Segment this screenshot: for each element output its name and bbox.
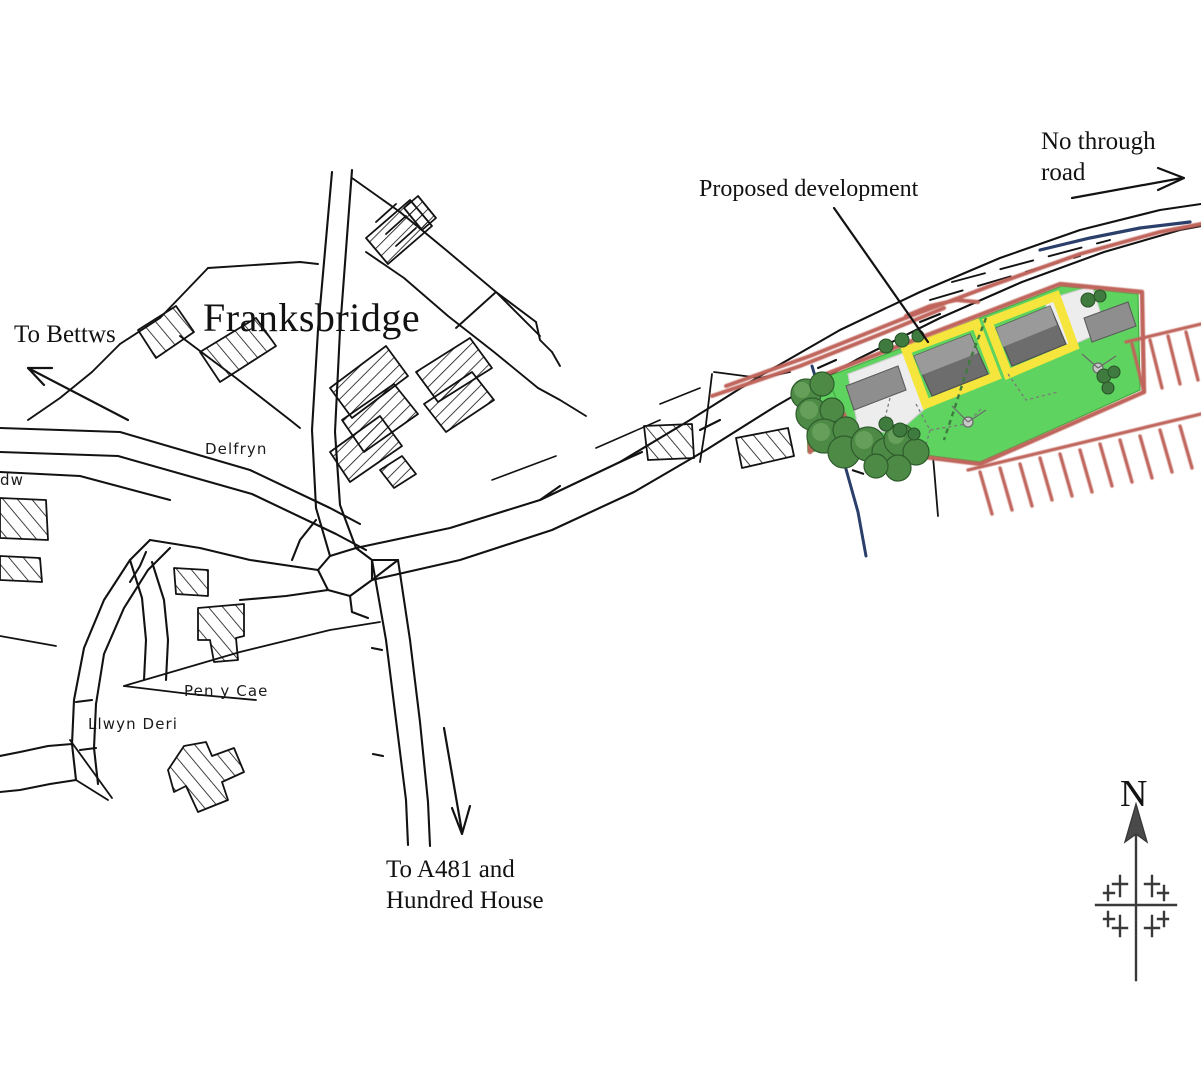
label-pen-y-cae: Pen y Cae <box>184 682 269 700</box>
road-south-to-a481 <box>370 558 432 848</box>
site-frontage-red-lines <box>710 222 1201 398</box>
field-lines-southwest <box>0 621 381 801</box>
label-proposed-development: Proposed development <box>699 176 919 202</box>
village-street-north <box>290 168 358 562</box>
plot-1-building-upper <box>914 334 978 375</box>
tree-belt <box>790 289 1121 482</box>
label-delfryn: Delfryn <box>205 440 268 458</box>
plot-2-building-upper <box>996 306 1057 347</box>
label-llwyn-deri: Llwyn Deri <box>88 715 179 733</box>
annotation-arrows <box>26 166 1186 836</box>
proposed-development-site <box>710 222 1201 467</box>
compass-rose <box>1094 801 1178 982</box>
label-to-a481: To A481 and <box>386 856 515 883</box>
label-to-bettws: To Bettws <box>14 321 116 348</box>
road-west-to-bettws <box>0 426 368 552</box>
plot-1-yellow-boundary <box>900 318 1002 410</box>
village-buildings <box>0 195 795 583</box>
road-junction <box>148 538 400 620</box>
outbuilding-west <box>845 365 907 411</box>
label-no-through-road-line2: road <box>1041 159 1086 186</box>
hedge-hatching-east <box>966 322 1201 516</box>
proposed-development-leader <box>832 206 930 344</box>
no-through-road-arrow <box>1070 166 1186 200</box>
label-dw: dw <box>0 471 24 489</box>
main-road-kerb-detail <box>491 387 701 481</box>
compass-cross <box>1094 874 1178 938</box>
place-title-franksbridge: Franksbridge <box>203 295 421 340</box>
lane-branch-east <box>128 558 170 682</box>
to-bettws-arrow <box>26 366 130 422</box>
site-marker-arms <box>951 353 1117 423</box>
outbuilding-east <box>1083 301 1137 343</box>
label-no-through-road-line1: No through <box>1041 128 1156 155</box>
southwest-buildings <box>167 567 245 813</box>
to-a481-arrow <box>442 726 472 836</box>
map-base-layer <box>0 168 1201 848</box>
plot-2-yellow-boundary <box>982 290 1080 380</box>
site-hedge-line <box>942 317 988 441</box>
compass-arrow-head <box>1123 801 1149 844</box>
label-to-hundred-house: Hundred House <box>386 887 544 914</box>
label-north: N <box>1120 773 1148 815</box>
site-shrubs <box>878 289 1121 441</box>
